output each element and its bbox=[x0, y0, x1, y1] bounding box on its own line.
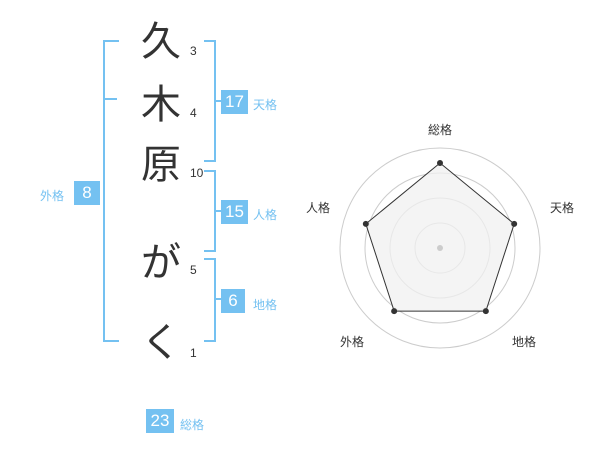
tenkaku-value-badge: 17 bbox=[221, 90, 248, 114]
radar-point-1 bbox=[437, 160, 443, 166]
chikaku-bracket-tick bbox=[214, 298, 222, 300]
stroke-count-2: 4 bbox=[190, 106, 197, 120]
radar-shape bbox=[365, 162, 515, 312]
radar-point-4 bbox=[391, 308, 398, 315]
stroke-count-3: 10 bbox=[190, 166, 204, 180]
chikaku-value-badge: 6 bbox=[221, 289, 245, 313]
jinkaku-value-badge: 15 bbox=[221, 200, 248, 224]
soukaku-value-badge: 23 bbox=[146, 409, 174, 433]
name-char-1: 久 bbox=[141, 19, 181, 65]
chikaku-bracket bbox=[204, 258, 216, 342]
gaikaku-bracket-tick bbox=[103, 98, 117, 100]
stroke-count-5: 1 bbox=[190, 346, 197, 360]
soukaku-label: 総格 bbox=[180, 418, 205, 432]
radar-center-dot bbox=[437, 245, 443, 251]
name-char-3: 原 bbox=[141, 142, 181, 188]
radar-label-gaikaku: 外格 bbox=[340, 334, 364, 349]
radar-label-soukaku: 総格 bbox=[428, 122, 452, 137]
tenkaku-bracket-tick bbox=[214, 100, 222, 102]
gaikaku-label: 外格 bbox=[40, 189, 65, 203]
radar-point-3 bbox=[482, 308, 489, 315]
radar-label-tenkaku: 天格 bbox=[550, 200, 574, 215]
gaikaku-bracket bbox=[103, 40, 119, 342]
radar-point-2 bbox=[511, 220, 518, 227]
radar-points bbox=[362, 160, 518, 315]
radar-point-5 bbox=[362, 220, 369, 227]
radar-label-chikaku: 地格 bbox=[512, 334, 536, 349]
gaikaku-value-badge: 8 bbox=[74, 181, 100, 205]
jinkaku-bracket-tick bbox=[214, 210, 222, 212]
jinkaku-label: 人格 bbox=[253, 208, 278, 222]
stroke-count-4: 5 bbox=[190, 263, 197, 277]
fortune-radar-chart: 総格 天格 地格 外格 人格 bbox=[306, 122, 574, 349]
stroke-count-1: 3 bbox=[190, 44, 197, 58]
name-char-5: く bbox=[141, 320, 181, 366]
radar-label-jinkaku: 人格 bbox=[306, 200, 330, 215]
tenkaku-label: 天格 bbox=[253, 98, 278, 112]
chikaku-label: 地格 bbox=[253, 298, 278, 312]
name-char-4: が bbox=[141, 240, 181, 286]
name-char-2: 木 bbox=[141, 82, 181, 128]
